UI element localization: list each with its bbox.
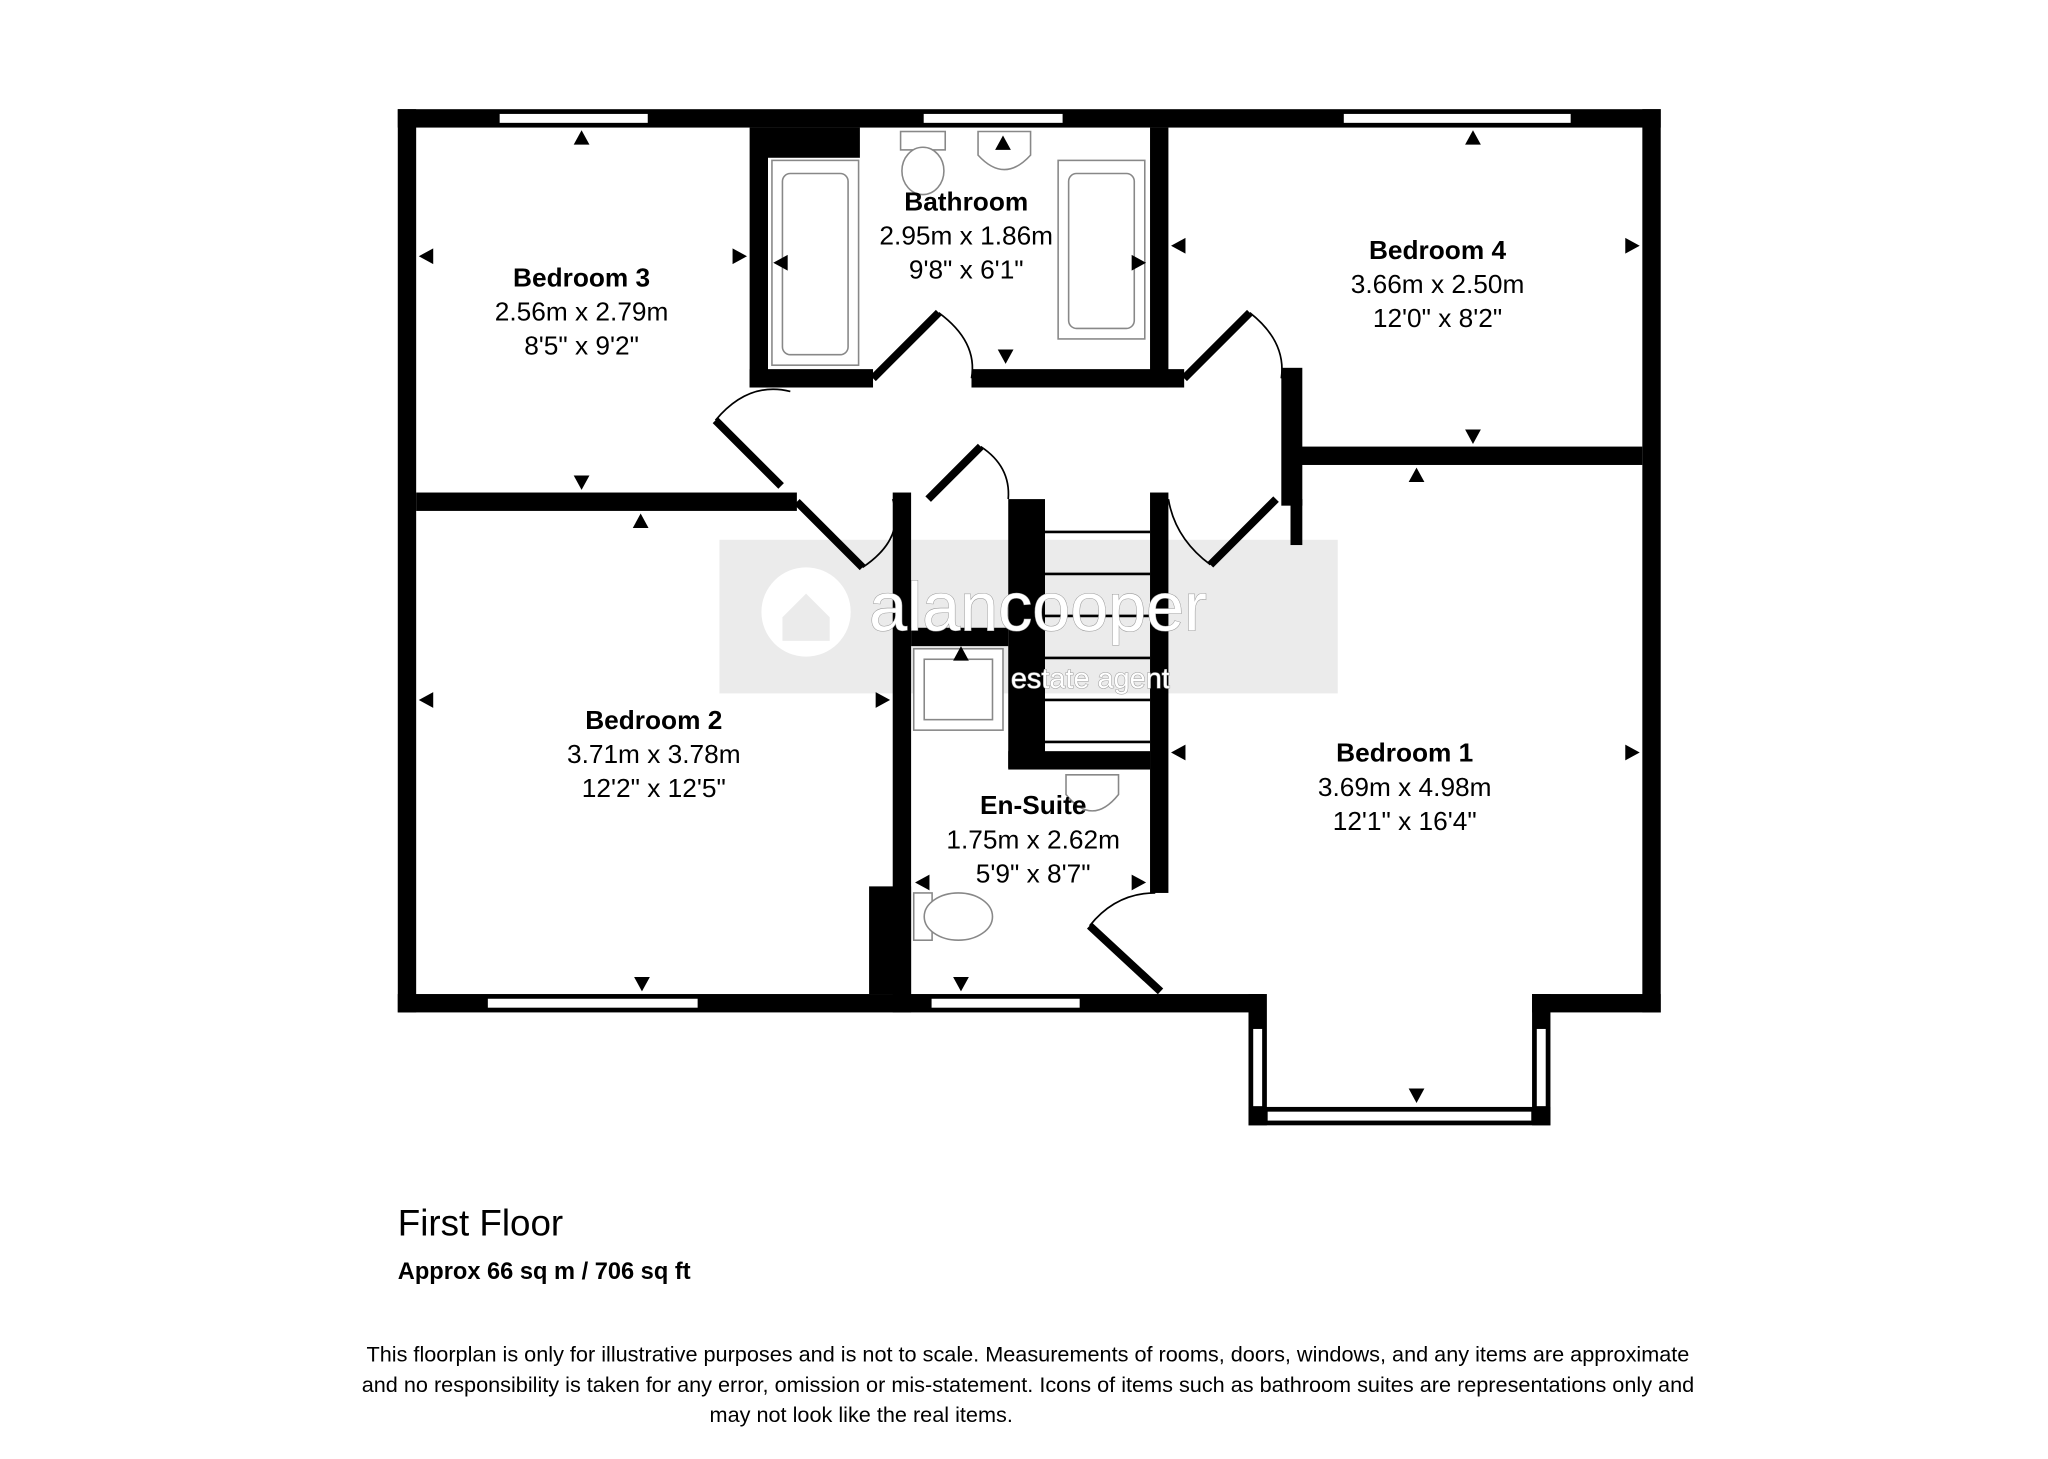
room-bathroom: Bathroom 2.95m x 1.86m 9'8" x 6'1" bbox=[879, 186, 1053, 284]
basin-ensuite bbox=[1065, 774, 1120, 812]
room-imperial: 9'8" x 6'1" bbox=[909, 255, 1024, 285]
watermark-brand: alancooper bbox=[869, 569, 1207, 645]
fixtures bbox=[771, 130, 1146, 941]
disclaimer-line: may not look like the real items. bbox=[710, 1402, 1013, 1427]
room-name: Bedroom 1 bbox=[1336, 738, 1473, 768]
room-metric: 1.75m x 2.62m bbox=[946, 824, 1120, 854]
floor-title: First Floor bbox=[398, 1203, 563, 1244]
room-ensuite: En-Suite 1.75m x 2.62m 5'9" x 8'7" bbox=[946, 790, 1120, 888]
room-imperial: 12'0" x 8'2" bbox=[1373, 303, 1502, 333]
windows bbox=[486, 112, 1573, 1123]
room-metric: 3.69m x 4.98m bbox=[1318, 772, 1492, 802]
room-metric: 3.66m x 2.50m bbox=[1351, 269, 1525, 299]
room-bedroom4: Bedroom 4 3.66m x 2.50m 12'0" x 8'2" bbox=[1351, 235, 1525, 333]
room-name: En-Suite bbox=[980, 790, 1086, 820]
basin-bathroom bbox=[977, 130, 1032, 171]
room-imperial: 12'1" x 16'4" bbox=[1333, 806, 1477, 836]
room-bedroom3: Bedroom 3 2.56m x 2.79m 8'5" x 9'2" bbox=[495, 262, 669, 360]
room-metric: 2.56m x 2.79m bbox=[495, 297, 669, 327]
room-bedroom2: Bedroom 2 3.71m x 3.78m 12'2" x 12'5" bbox=[567, 705, 741, 803]
room-name: Bedroom 2 bbox=[585, 705, 722, 735]
room-metric: 2.95m x 1.86m bbox=[879, 220, 1053, 250]
disclaimer-line: This floorplan is only for illustrative … bbox=[367, 1342, 1690, 1367]
dimension-arrows bbox=[418, 130, 1640, 1103]
doors bbox=[712, 309, 1283, 995]
watermark-tagline: estate agent bbox=[1011, 663, 1170, 695]
watermark: alancooper estate agent bbox=[761, 567, 1207, 696]
room-imperial: 12'2" x 12'5" bbox=[582, 773, 726, 803]
floor-area: Approx 66 sq m / 706 sq ft bbox=[398, 1259, 691, 1285]
staircase bbox=[1045, 530, 1151, 744]
disclaimer-line: and no responsibility is taken for any e… bbox=[362, 1372, 1695, 1397]
room-metric: 3.71m x 3.78m bbox=[567, 739, 741, 769]
room-imperial: 5'9" x 8'7" bbox=[976, 858, 1091, 888]
room-name: Bedroom 4 bbox=[1369, 235, 1507, 265]
room-imperial: 8'5" x 9'2" bbox=[524, 331, 639, 361]
room-bedroom1: Bedroom 1 3.69m x 4.98m 12'1" x 16'4" bbox=[1318, 738, 1492, 836]
room-name: Bathroom bbox=[904, 186, 1028, 216]
room-name: Bedroom 3 bbox=[513, 262, 650, 292]
